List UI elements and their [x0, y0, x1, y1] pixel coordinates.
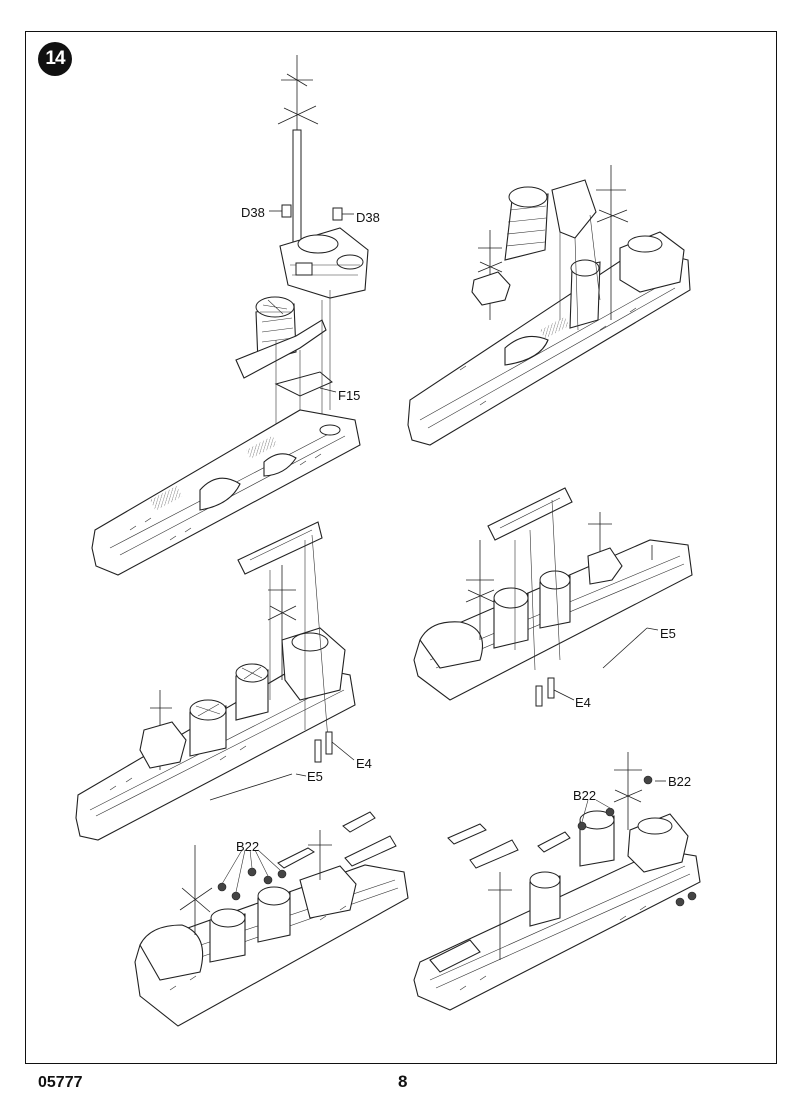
b22-part-f [577, 821, 587, 831]
e4-part-c [535, 685, 543, 707]
step-number: 14 [45, 48, 65, 69]
callout-e4-mid-right: E4 [575, 695, 591, 710]
callout-e5-mid-left: E5 [307, 769, 323, 784]
e4-part-b [325, 731, 333, 755]
e5-part-rod-right [602, 627, 648, 669]
callout-b22-bottom-left: B22 [236, 839, 259, 854]
d38-part-right [332, 207, 354, 221]
b22-part-a [217, 882, 227, 892]
boat-part-1 [277, 847, 315, 869]
b22-part-i [675, 897, 685, 907]
e4-part-a [314, 739, 322, 763]
boat-part-4 [447, 823, 487, 845]
panel-mid-right-assembly [413, 487, 693, 707]
b22-part-e [277, 869, 287, 879]
kit-code: 05777 [38, 1074, 83, 1091]
callout-b22-bottom-right: B22 [668, 774, 691, 789]
callout-d38-left: D38 [241, 205, 265, 220]
callout-e5-mid-right: E5 [660, 626, 676, 641]
b22-part-d [263, 875, 273, 885]
callout-b22-bottom-right-b: B22 [573, 788, 596, 803]
panel-bottom-left-assembly [134, 811, 409, 1027]
callout-e4-mid-left: E4 [356, 756, 372, 771]
boat-part-2 [342, 811, 376, 833]
b22-part-g [605, 807, 615, 817]
b22-part-b [231, 891, 241, 901]
e5-part-rod-left [209, 773, 293, 801]
b22-part-j [687, 891, 697, 901]
f15-part [274, 371, 337, 397]
panel-mid-left-assembly [75, 521, 356, 841]
e4-part-d [547, 677, 555, 699]
panel-bottom-right-assembly [413, 752, 701, 1011]
boat-part-3 [344, 835, 397, 867]
boat-part-6 [537, 831, 571, 853]
b22-part-c [247, 867, 257, 877]
b22-part-h [643, 775, 653, 785]
panel-top-left-assembly [91, 55, 369, 576]
page-number: 8 [398, 1072, 408, 1091]
panel-top-right-assembly [407, 165, 691, 446]
d38-part-left [269, 204, 292, 218]
page-frame [25, 31, 777, 1064]
boat-part-5 [469, 839, 519, 869]
step-number-badge: 14 [38, 42, 72, 76]
callout-d38-right: D38 [356, 210, 380, 225]
callout-f15: F15 [338, 388, 360, 403]
